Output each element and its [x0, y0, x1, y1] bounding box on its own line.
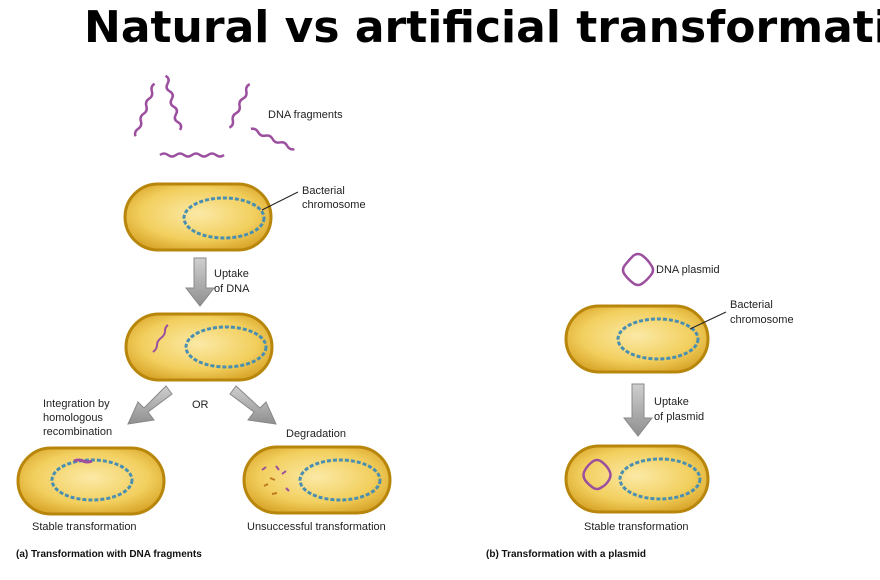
- stable-label-a: Stable transformation: [32, 521, 137, 533]
- degraded-fragment: [263, 483, 269, 487]
- degraded-fragment: [285, 487, 290, 492]
- or-label: OR: [192, 399, 209, 411]
- uptake-label-b: Uptake: [654, 396, 689, 408]
- bacterial-chromosome: [618, 457, 702, 501]
- bacterial-chromosome: [182, 196, 266, 240]
- dna-plasmid-inside: [582, 458, 612, 491]
- dna-plasmid: [621, 252, 655, 287]
- dna-fragment: [152, 324, 169, 353]
- dna-fragment: [250, 127, 295, 151]
- unsuccessful-label: Unsuccessful transformation: [247, 521, 386, 533]
- dna-plasmid-label: DNA plasmid: [656, 264, 720, 276]
- bacterial-cell-b2: [564, 444, 710, 514]
- bacterial-cell-3: [16, 446, 166, 516]
- caption-a: (a) Transformation with DNA fragments: [16, 549, 202, 560]
- bacterial-chromosome: [50, 458, 134, 502]
- uptake-label-b2: of plasmid: [654, 411, 704, 423]
- bacterial-cell-2: [124, 312, 274, 382]
- bacterial-chromosome: [298, 458, 382, 502]
- bacterial-cell-1: [123, 182, 273, 252]
- dna-fragments-label: DNA fragments: [268, 109, 343, 121]
- dna-fragment: [159, 152, 225, 158]
- right-arrow: [229, 385, 277, 425]
- uptake-label-a: Uptake: [214, 268, 249, 280]
- degraded-fragment: [269, 477, 276, 481]
- dna-fragment: [164, 74, 183, 131]
- down-arrow: [184, 257, 216, 307]
- down-arrow-b: [622, 383, 654, 437]
- degradation-label: Degradation: [286, 428, 346, 440]
- dna-fragment: [133, 82, 156, 137]
- chromosome-pointer-b: [689, 311, 727, 330]
- bacterial-label-a1: Bacterial: [302, 185, 345, 197]
- bacterial-label-b: Bacterial: [730, 299, 773, 311]
- dna-fragment: [228, 83, 251, 129]
- degraded-fragment: [275, 465, 280, 471]
- integration-label-3: recombination: [43, 426, 112, 438]
- stable-label-b: Stable transformation: [584, 521, 689, 533]
- dna-fragments-group: [133, 74, 295, 158]
- left-arrow: [127, 385, 173, 425]
- degraded-fragment: [271, 492, 278, 495]
- chromosome-label-a1: chromosome: [302, 199, 366, 211]
- integrated-dna: [73, 458, 93, 464]
- degraded-fragment: [261, 466, 267, 471]
- bacterial-chromosome: [184, 325, 268, 369]
- bacterial-chromosome: [616, 317, 700, 361]
- integration-label-2: homologous: [43, 412, 103, 424]
- chromosome-label-b: chromosome: [730, 314, 794, 326]
- bacterial-cell-4: [242, 445, 392, 515]
- caption-b: (b) Transformation with a plasmid: [486, 549, 646, 560]
- chromosome-pointer: [261, 191, 299, 211]
- integration-label: Integration by: [43, 398, 110, 410]
- degraded-fragment: [281, 470, 287, 475]
- page-title: Natural vs artificial transformation: [84, 2, 880, 53]
- bacterial-cell-b1: [564, 304, 710, 374]
- uptake-label-a2: of DNA: [214, 283, 250, 295]
